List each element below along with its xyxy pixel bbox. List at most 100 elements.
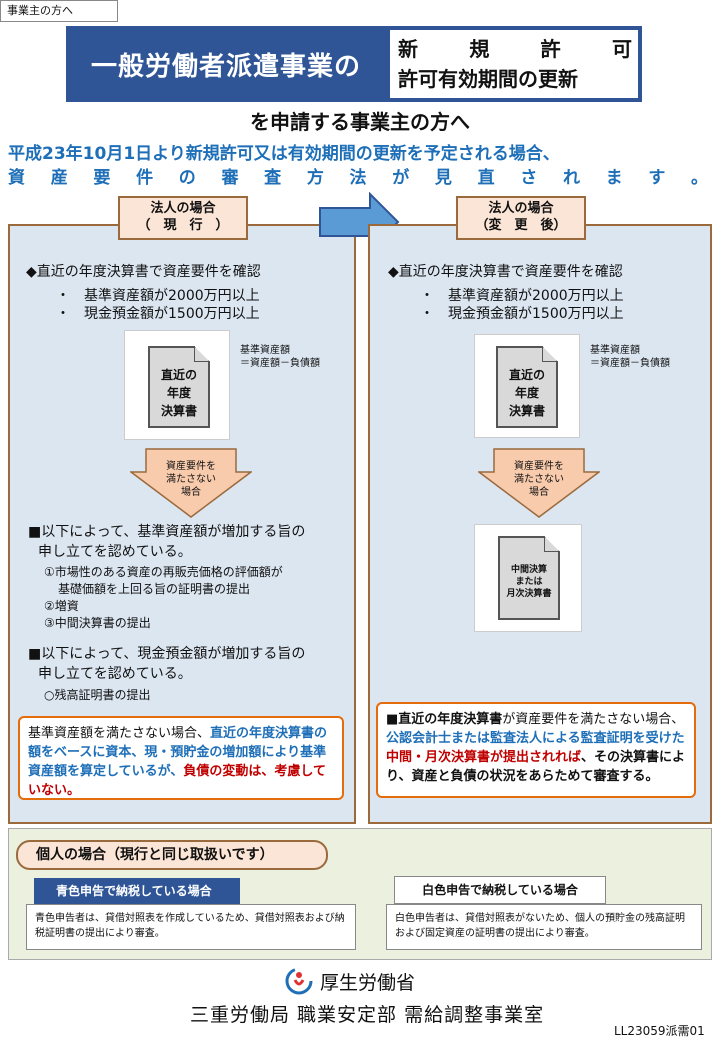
right-doc-line2: 年度: [514, 386, 539, 400]
label-current: 法人の場合 （ 現 行 ）: [118, 196, 248, 240]
notice: 平成23年10月1日より新規許可又は有効期間の更新を予定される場合、 資 産 要…: [8, 142, 712, 190]
title-main: 一般労働者派遣事業の: [66, 26, 386, 102]
page-fold-icon: [544, 536, 560, 552]
right-doc2-line2: または: [515, 577, 543, 587]
left-doc-icon: 直近の 年度 決算書: [148, 346, 210, 428]
ministry-logo-icon: [285, 967, 313, 995]
right-heading: ◆直近の年度決算書で資産要件を確認: [388, 264, 623, 280]
notice-char: 審: [221, 168, 239, 188]
notice-char: が: [392, 168, 410, 188]
left-down-arrow-icon: [130, 448, 252, 518]
notice-char: 資: [8, 168, 25, 188]
left-formula-line2: ＝資産額－負債額: [240, 358, 320, 369]
left-doc-line1: 直近の: [160, 368, 197, 382]
left-sec1-item1-cont: 基礎価額を上回る旨の証明書の提出: [58, 582, 251, 596]
right-doc2-line1: 中間決算: [510, 565, 547, 575]
left-bullet-1: ・ 基準資産額が2000万円以上: [56, 288, 260, 304]
left-sec2-item1: ○残高証明書の提出: [44, 688, 151, 702]
white-return-text: 白色申告者は、貸借対照表がないため、個人の預貯金の残高証明および固定資産の証明書…: [386, 904, 702, 950]
right-note-part2: が資産要件を満たさない場合、: [502, 712, 685, 727]
left-sec1-line1: ■以下によって、基準資産額が増加する旨の: [28, 524, 306, 540]
notice-line1: 平成23年10月1日より新規許可又は有効期間の更新を予定される場合、: [8, 144, 560, 164]
document-code: LL23059派需01: [614, 1024, 705, 1038]
notice-char: 査: [264, 168, 282, 188]
title-right-char: 新: [398, 37, 418, 61]
page-fold-icon: [194, 346, 210, 362]
title-right-char: 可: [611, 37, 632, 61]
notice-char: れ: [562, 168, 580, 188]
right-note-part1: ■直近の年度決算書: [386, 712, 503, 727]
left-arrow-line2: 満たさない: [166, 474, 216, 485]
left-note-part2: 直近の年度決算書の額をベースに資本、現・預貯金の増加額により基準資産額を算定して…: [28, 726, 328, 779]
left-formula: 基準資産額 ＝資産額－負債額: [240, 344, 320, 370]
bureau-name: 三重労働局 職業安定部 需給調整事業室: [190, 1004, 545, 1026]
right-doc-line3: 決算書: [508, 404, 545, 418]
right-doc-line1: 直近の: [508, 368, 545, 382]
right-arrow-line3: 場合: [529, 487, 549, 498]
ministry-name: 厚生労働省: [320, 972, 416, 994]
notice-line2: 資 産 要 件 の 審 査 方 法 が 見 直 さ れ ま す 。: [8, 166, 712, 190]
left-sec2-line1: ■以下によって、現金預金額が増加する旨の: [28, 646, 306, 662]
subtitle: を申請する事業主の方へ: [250, 110, 470, 134]
notice-char: 。: [691, 168, 708, 188]
left-sec1-item1: ①市場性のある資産の再販売価格の評価額が: [44, 565, 283, 579]
blue-return-title: 青色申告で納税している場合: [34, 878, 240, 904]
label-changed: 法人の場合 （変 更 後）: [456, 196, 586, 240]
title-right: 新 規 許 可 許可有効期間の更新: [386, 26, 642, 102]
blue-return-text: 青色申告者は、貸借対照表を作成しているため、貸借対照表および納税証明書の提出によ…: [26, 904, 356, 950]
right-bullet-1: ・ 基準資産額が2000万円以上: [420, 288, 624, 304]
left-sec1-item3: ③中間決算書の提出: [44, 616, 151, 630]
individual-label: 個人の場合（現行と同じ取扱いです）: [16, 840, 328, 870]
left-bullet-2: ・ 現金預金額が1500万円以上: [56, 306, 260, 322]
left-note-part1: 基準資産額を満たさない場合、: [28, 726, 211, 741]
left-formula-line1: 基準資産額: [240, 345, 290, 356]
left-sec1-line2: 申し立てを認めている。: [38, 544, 192, 560]
right-down-arrow-icon: [478, 448, 600, 518]
notice-char: 産: [50, 168, 68, 188]
right-formula: 基準資産額 ＝資産額－負債額: [590, 344, 670, 370]
title-right-char: 許: [540, 37, 561, 61]
notice-char: さ: [520, 168, 538, 188]
right-formula-line2: ＝資産額－負債額: [590, 358, 670, 369]
left-doc-line2: 年度: [166, 386, 191, 400]
left-heading: ◆直近の年度決算書で資産要件を確認: [26, 264, 261, 280]
right-doc-icon: 直近の 年度 決算書: [496, 346, 558, 428]
label-current-line2: （ 現 行 ）: [137, 218, 229, 233]
notice-char: ま: [605, 168, 623, 188]
label-changed-line2: （変 更 後）: [475, 218, 567, 233]
page-fold-icon: [542, 346, 558, 362]
left-note: 基準資産額を満たさない場合、直近の年度決算書の額をベースに資本、現・預貯金の増加…: [18, 716, 344, 800]
left-sec2-line2: 申し立てを認めている。: [38, 666, 192, 682]
right-note-part3: 公認会計士または監査法人による監査証明を受けた: [386, 731, 685, 746]
notice-char: 要: [93, 168, 111, 188]
right-arrow-text: 資産要件を 満たさない 場合: [488, 460, 590, 499]
right-doc2-line3: 月次決算書: [506, 589, 552, 599]
title-right-line2: 許可有効期間の更新: [398, 67, 578, 91]
notice-char: 方: [306, 168, 324, 188]
title-right-char: 規: [469, 37, 490, 61]
label-changed-line1: 法人の場合: [488, 201, 554, 216]
label-current-line1: 法人の場合: [150, 201, 216, 216]
white-return-title: 白色申告で納税している場合: [394, 876, 606, 904]
notice-char: 件: [136, 168, 154, 188]
right-doc2-icon: 中間決算 または 月次決算書: [498, 536, 560, 620]
notice-char: す: [648, 168, 666, 188]
left-arrow-text: 資産要件を 満たさない 場合: [140, 460, 242, 499]
right-bullet-2: ・ 現金預金額が1500万円以上: [420, 306, 624, 322]
right-arrow-line1: 資産要件を: [514, 461, 564, 472]
right-note: ■直近の年度決算書が資産要件を満たさない場合、公認会計士または監査法人による監査…: [376, 702, 696, 798]
left-note-part3: 負債の変動は、考慮していない。: [28, 764, 326, 798]
right-note-part5: 、その決算書により、資産と負債の状況をあらためて審査する。: [386, 750, 686, 784]
audience-tag: 事業主の方へ: [0, 0, 118, 22]
right-formula-line1: 基準資産額: [590, 345, 640, 356]
left-sec1-item2: ②増資: [44, 599, 79, 613]
left-sec1-items: ①市場性のある資産の再販売価格の評価額が 基礎価額を上回る旨の証明書の提出 ②増…: [44, 564, 283, 632]
right-note-part4: 中間・月次決算書が提出されれば: [386, 750, 582, 765]
right-arrow-line2: 満たさない: [514, 474, 564, 485]
notice-char: 法: [349, 168, 367, 188]
notice-char: 見: [434, 168, 452, 188]
notice-char: の: [178, 168, 196, 188]
left-arrow-line3: 場合: [181, 487, 201, 498]
notice-char: 直: [477, 168, 495, 188]
left-arrow-line1: 資産要件を: [166, 461, 216, 472]
